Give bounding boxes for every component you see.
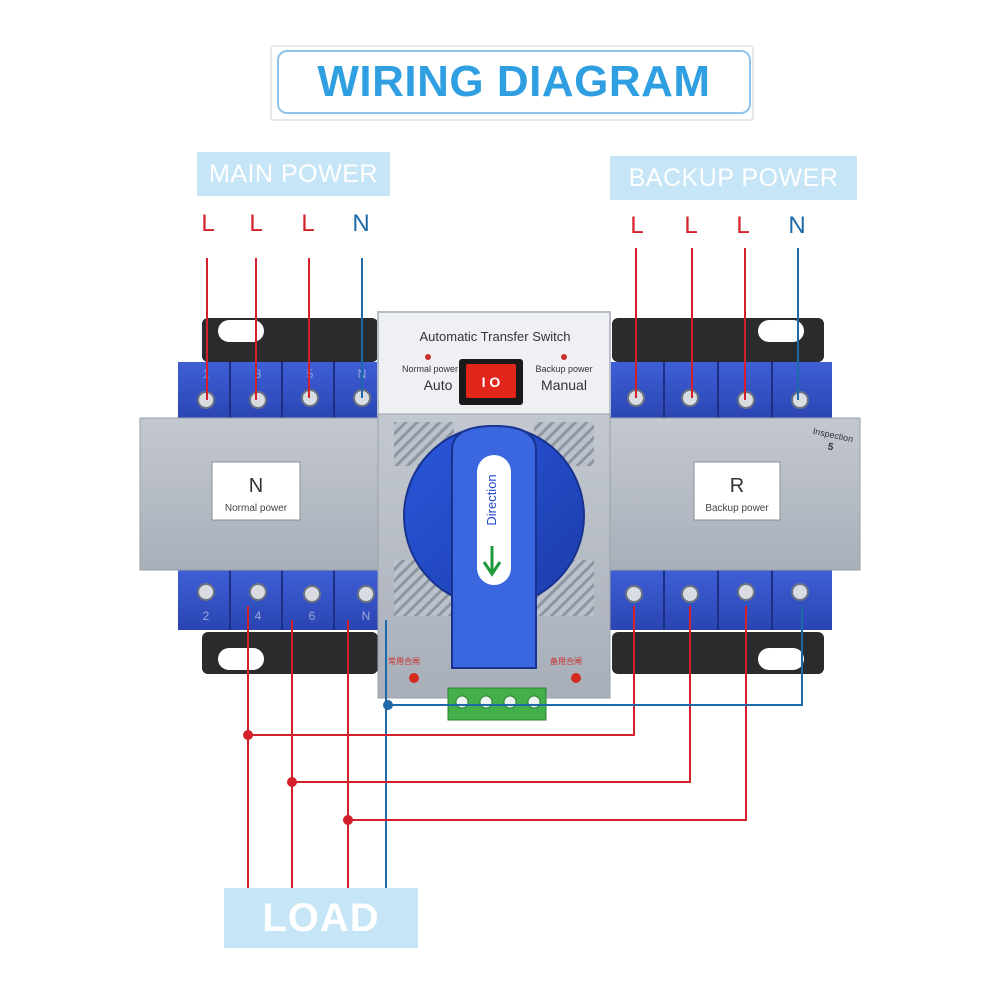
backup-terminal-l3: L <box>736 212 750 239</box>
normal-closing-led <box>409 673 419 683</box>
main-terminal-l2: L <box>249 210 263 237</box>
junction-dots <box>243 700 393 825</box>
auto-manual-rocker-switch[interactable]: I O <box>459 359 523 405</box>
normal-panel-sub: Normal power <box>225 503 288 514</box>
normal-power-panel: N Normal power <box>211 461 301 521</box>
manual-mode-label: Manual <box>541 377 587 393</box>
normal-power-indicator-label: Normal power <box>402 364 458 374</box>
bottom-num-4: 4 <box>255 609 262 623</box>
backup-power-label: BACKUP POWER <box>610 156 857 200</box>
backup-terminal-l1: L <box>630 212 644 239</box>
bottom-num-6: 6 <box>309 609 316 623</box>
backup-terminal-n: N <box>788 212 806 239</box>
switch-name: Automatic Transfer Switch <box>420 329 571 344</box>
normal-panel-letter: N <box>249 475 263 497</box>
main-terminal-l1: L <box>201 210 215 237</box>
direction-label: Direction <box>484 474 499 525</box>
rocker-symbols: I O <box>482 374 501 390</box>
main-terminal-n: N <box>352 210 370 237</box>
rotary-handle[interactable]: Direction <box>403 424 585 669</box>
backup-power-panel: R Backup power <box>693 461 781 521</box>
title-frame <box>270 45 754 121</box>
backup-closing-led <box>571 673 581 683</box>
bottom-num-n: N <box>362 609 371 623</box>
diagram-title: WIRING DIAGRAM <box>277 50 751 114</box>
normal-indicator-led <box>425 354 431 360</box>
load-label: LOAD <box>224 888 418 948</box>
wiring <box>206 248 803 888</box>
normal-closing-label: 常用合闸 <box>388 656 420 666</box>
backup-panel-sub: Backup power <box>705 503 769 514</box>
backup-power-indicator-label: Backup power <box>535 364 592 374</box>
main-terminal-l3: L <box>301 210 315 237</box>
auto-mode-label: Auto <box>424 377 453 393</box>
mounting-plate <box>202 318 824 674</box>
top-num-3: 3 <box>255 367 262 381</box>
backup-panel-letter: R <box>730 475 744 497</box>
bottom-terminal-block <box>178 570 832 630</box>
backup-closing-label: 备用合闸 <box>550 656 582 666</box>
top-num-5: 5 <box>307 367 314 381</box>
bottom-num-2: 2 <box>203 609 210 623</box>
inspection-number: 5 <box>827 441 835 453</box>
backup-indicator-led <box>561 354 567 360</box>
backup-terminal-l2: L <box>684 212 698 239</box>
main-power-label: MAIN POWER <box>197 152 390 196</box>
